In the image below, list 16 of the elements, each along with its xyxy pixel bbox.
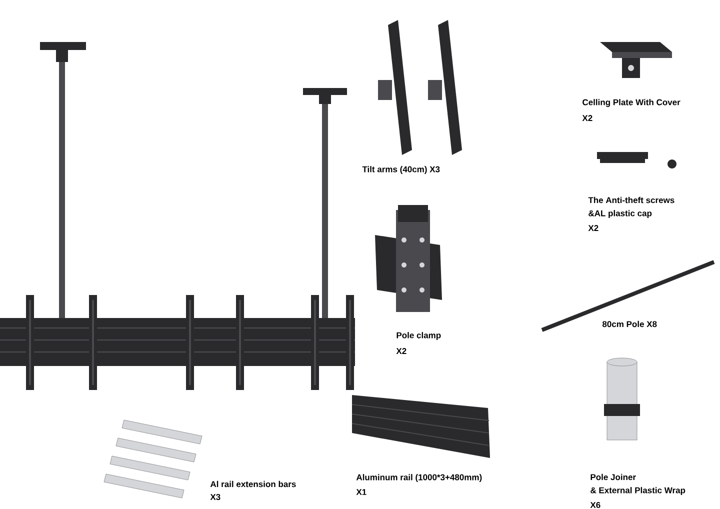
part-caption: Celling Plate With Cover bbox=[582, 99, 680, 107]
part-caption: Pole clamp bbox=[396, 332, 441, 340]
part-caption: 80cm Pole X8 bbox=[602, 320, 657, 328]
part-caption: X3 bbox=[210, 494, 220, 500]
part-caption: X2 bbox=[396, 348, 406, 354]
part-caption: X2 bbox=[588, 225, 598, 231]
part-caption: The Anti-theft screws bbox=[588, 196, 674, 204]
part-caption: Al rail extension bars bbox=[210, 480, 296, 488]
part-caption: & External Plastic Wrap bbox=[590, 487, 686, 495]
part-caption: Tilt arms (40cm) X3 bbox=[362, 166, 440, 174]
part-caption: X6 bbox=[590, 502, 600, 508]
part-caption: Aluminum rail (1000*3+480mm) bbox=[356, 474, 482, 482]
part-caption: Pole Joiner bbox=[590, 474, 636, 480]
part-caption: X2 bbox=[582, 115, 592, 121]
part-caption: X1 bbox=[356, 489, 366, 495]
part-caption: &AL plastic cap bbox=[588, 210, 652, 218]
